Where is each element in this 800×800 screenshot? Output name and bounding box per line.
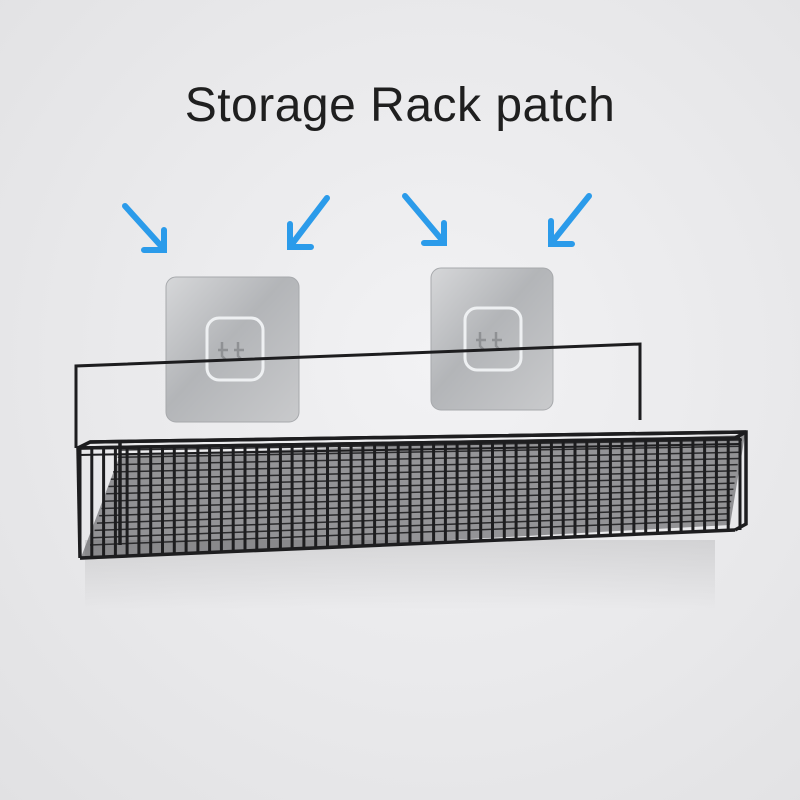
product-title: Storage Rack patch — [184, 79, 616, 132]
adhesive-patch — [430, 267, 554, 411]
arrow-icon — [548, 193, 592, 247]
wire-basket — [74, 342, 748, 610]
basket-mesh-line — [115, 451, 740, 466]
arrow-icon — [402, 193, 447, 246]
adhesive-patch — [165, 276, 300, 423]
arrow-icon — [287, 195, 330, 250]
basket-mesh-line — [119, 439, 743, 451]
basket-mesh-line — [96, 500, 732, 524]
arrow-icon — [122, 203, 167, 253]
arrows-group — [122, 193, 592, 253]
basket-mesh-line — [99, 494, 733, 517]
basket-mesh-line — [101, 488, 734, 510]
basket-mesh-line — [94, 506, 731, 532]
